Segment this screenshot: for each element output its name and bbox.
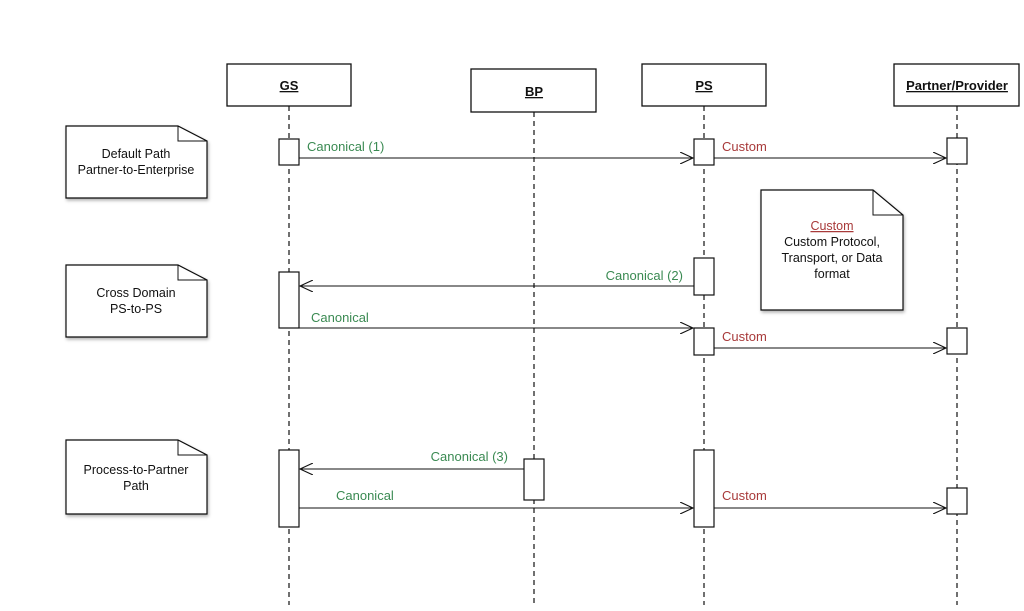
participant-gs: GS (226, 63, 352, 107)
note-custom: Custom Custom Protocol, Transport, or Da… (760, 189, 904, 311)
participant-label: Partner/Provider (906, 78, 1008, 93)
ps-activation (693, 449, 715, 528)
note-text: Transport, or Data (782, 251, 883, 265)
participant-label: PS (695, 78, 713, 93)
bp-activation (523, 458, 545, 501)
participant-label: GS (280, 78, 299, 93)
message-label: Custom (722, 329, 767, 344)
message-label: Canonical (2) (606, 268, 683, 283)
note-text: Custom Protocol, (784, 235, 880, 249)
gs-activation (278, 138, 300, 166)
note-text: format (814, 267, 850, 281)
partner-activation (946, 487, 968, 515)
note-text: Cross Domain (96, 286, 175, 300)
ps-activation (693, 138, 715, 166)
participant-ps: PS (641, 63, 767, 107)
note-process-to-partner: Process-to-Partner Path (65, 439, 208, 515)
partner-activation (946, 327, 968, 355)
note-cross-domain: Cross Domain PS-to-PS (65, 264, 208, 338)
partner-activation (946, 137, 968, 165)
participant-bp: BP (470, 68, 597, 113)
note-text: Path (123, 479, 149, 493)
note-text: PS-to-PS (110, 302, 162, 316)
message-label: Canonical (336, 488, 394, 503)
note-text: Process-to-Partner (84, 463, 189, 477)
note-title: Custom (810, 219, 853, 233)
message-label: Canonical (1) (307, 139, 384, 154)
participant-partner: Partner/Provider (893, 63, 1020, 107)
message-label: Custom (722, 139, 767, 154)
gs-activation (278, 271, 300, 329)
participant-label: BP (525, 84, 543, 99)
ps-activation (693, 257, 715, 296)
note-default-path: Default Path Partner-to-Enterprise (65, 125, 208, 199)
note-text: Partner-to-Enterprise (78, 163, 195, 177)
ps-activation (693, 327, 715, 356)
gs-activation (278, 449, 300, 528)
message-label: Canonical (3) (431, 449, 508, 464)
note-text: Default Path (102, 147, 171, 161)
message-label: Custom (722, 488, 767, 503)
message-label: Canonical (311, 310, 369, 325)
